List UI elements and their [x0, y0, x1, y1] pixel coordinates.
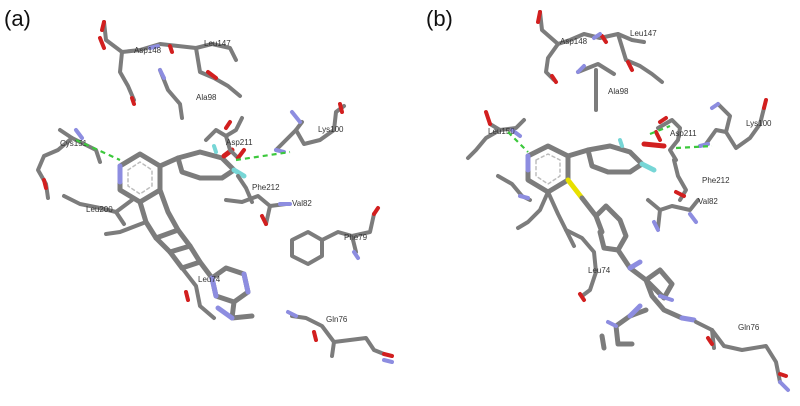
- panel-b-backbone-top: [536, 10, 664, 112]
- panel-a: (a) Asp148 Leu147 Ala98 Cys151: [4, 6, 394, 364]
- panel-a-label-val82: Val82: [292, 199, 312, 208]
- panel-b-gln76: [694, 320, 790, 392]
- panel-a-hbond-lys100: [235, 150, 291, 162]
- panel-b-label-ala98: Ala98: [608, 87, 629, 96]
- panel-a-label-gln76: Gln76: [326, 315, 348, 324]
- panel-b-label: (b): [426, 6, 453, 31]
- panel-a-phe79: [290, 206, 380, 266]
- panel-a-label-lys100: Lys100: [318, 125, 344, 134]
- panel-a-label-ala98: Ala98: [196, 93, 217, 102]
- panel-b-backbone-middle: [646, 158, 700, 232]
- panel-a-backbone-middle: [224, 174, 292, 226]
- panel-b-backbone-left: [466, 110, 526, 160]
- panel-a-gln76: [286, 310, 394, 364]
- panel-a-label-leu74: Leu74: [198, 275, 221, 284]
- panel-a-label-phe79: Phe79: [344, 233, 368, 242]
- panel-b-label-lys100: Lys100: [746, 119, 772, 128]
- panel-b: (b) Asp148 Leu147 Ala98 Leu150: [426, 6, 790, 392]
- panel-b-label-asp148: Asp148: [560, 37, 588, 46]
- panel-a-label-asp211: Asp211: [226, 138, 253, 147]
- panel-a-label-asp148: Asp148: [134, 46, 162, 55]
- panel-a-label-phe212: Phe212: [252, 183, 280, 192]
- panel-a-label-leu200: Leu200: [86, 205, 113, 214]
- panel-a-label-cys151: Cys151: [60, 139, 88, 148]
- panel-b-hbond-hinge: [507, 131, 529, 153]
- panel-a-backbone-top: [98, 20, 242, 120]
- panel-b-hbond-lys100: [675, 144, 713, 150]
- panel-b-label-gln76: Gln76: [738, 323, 760, 332]
- panel-b-label-leu147: Leu147: [630, 29, 657, 38]
- panel-a-ligand: [104, 144, 255, 321]
- panel-b-label-val82: Val82: [698, 197, 718, 206]
- panel-b-label-leu150: Leu150: [488, 127, 515, 136]
- panel-b-label-leu74: Leu74: [588, 266, 611, 275]
- panel-a-hbond-hinge: [75, 138, 121, 162]
- panel-a-label: (a): [4, 6, 31, 31]
- panel-a-label-leu147: Leu147: [204, 39, 231, 48]
- panel-a-backbone-right-top: [204, 102, 346, 160]
- panel-a-backbone-left: [36, 128, 134, 226]
- panel-b-ligand: [496, 130, 697, 351]
- panel-b-label-phe212: Phe212: [702, 176, 730, 185]
- panel-b-hbond-asp211: [649, 124, 671, 136]
- panel-b-backbone-right-top: [656, 98, 768, 162]
- panel-b-label-asp211: Asp211: [670, 129, 697, 138]
